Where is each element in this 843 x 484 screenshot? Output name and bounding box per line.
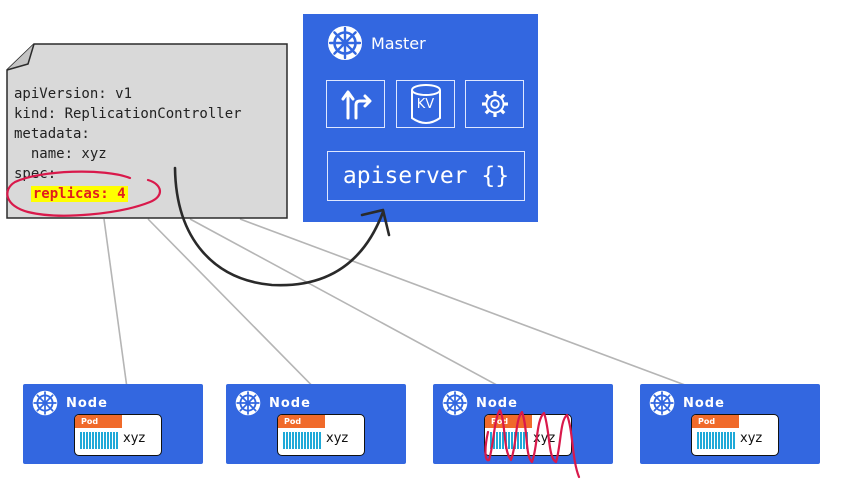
pod-tag: Pod xyxy=(75,415,122,428)
kubernetes-helm-icon xyxy=(442,390,468,416)
pod-card: Pod xyz xyxy=(277,414,365,456)
node-header: Node xyxy=(649,390,725,416)
container-icon xyxy=(283,432,321,449)
node-header: Node xyxy=(32,390,108,416)
kv-label: KV xyxy=(416,97,435,112)
gear-icon xyxy=(481,91,508,117)
pod-name: xyz xyxy=(740,431,763,446)
routing-arrow-icon xyxy=(341,90,371,120)
pod-name: xyz xyxy=(326,431,349,446)
yaml-line: metadata: xyxy=(14,126,90,142)
database-icon xyxy=(410,84,441,124)
pod-name: xyz xyxy=(533,431,556,446)
node-label: Node xyxy=(269,395,311,411)
master-panel: Master KV xyxy=(303,14,538,222)
kubernetes-helm-icon xyxy=(235,390,261,416)
yaml-line: spec: xyxy=(14,166,57,182)
node-label: Node xyxy=(476,395,518,411)
yaml-code: apiVersion: v1 kind: ReplicationControlle… xyxy=(14,84,242,204)
node-card-4: Node Pod xyz xyxy=(640,384,820,464)
pod-tag: Pod xyxy=(278,415,325,428)
replicas-highlight: replicas: 4 xyxy=(30,186,128,202)
node-card-2: Node Pod xyz xyxy=(226,384,406,464)
connector-line-node-1 xyxy=(103,218,131,411)
master-title: Master xyxy=(371,33,426,53)
node-header: Node xyxy=(235,390,311,416)
pod-tag: Pod xyxy=(485,415,532,428)
pod-card: Pod xyz xyxy=(691,414,779,456)
node-label: Node xyxy=(683,395,725,411)
pod-tag: Pod xyxy=(692,415,739,428)
container-icon xyxy=(80,432,118,449)
kubernetes-helm-icon xyxy=(328,26,362,60)
node-card-3: Node Pod xyz xyxy=(433,384,613,464)
yaml-line: apiVersion: v1 xyxy=(14,86,133,102)
yaml-manifest-card: apiVersion: v1 kind: ReplicationControlle… xyxy=(6,43,288,219)
pod-card: Pod xyz xyxy=(74,414,162,456)
container-icon xyxy=(697,432,735,449)
yaml-replicas-line: replicas: 4 xyxy=(14,184,242,204)
kubernetes-helm-icon xyxy=(32,390,58,416)
routing-tool-box xyxy=(326,80,385,128)
kubernetes-helm-icon xyxy=(649,390,675,416)
apiserver-box: apiserver {} xyxy=(327,151,525,201)
pod-card: Pod xyz xyxy=(484,414,572,456)
yaml-line: kind: ReplicationController xyxy=(14,106,242,122)
node-card-1: Node Pod xyz xyxy=(23,384,203,464)
container-icon xyxy=(490,432,528,449)
connector-line-node-4 xyxy=(239,218,753,411)
pod-name: xyz xyxy=(123,431,146,446)
master-header: Master xyxy=(327,26,426,60)
kv-store-box: KV xyxy=(396,80,455,128)
yaml-line: name: xyz xyxy=(14,146,107,162)
settings-box xyxy=(465,80,524,128)
node-header: Node xyxy=(442,390,518,416)
node-label: Node xyxy=(66,395,108,411)
